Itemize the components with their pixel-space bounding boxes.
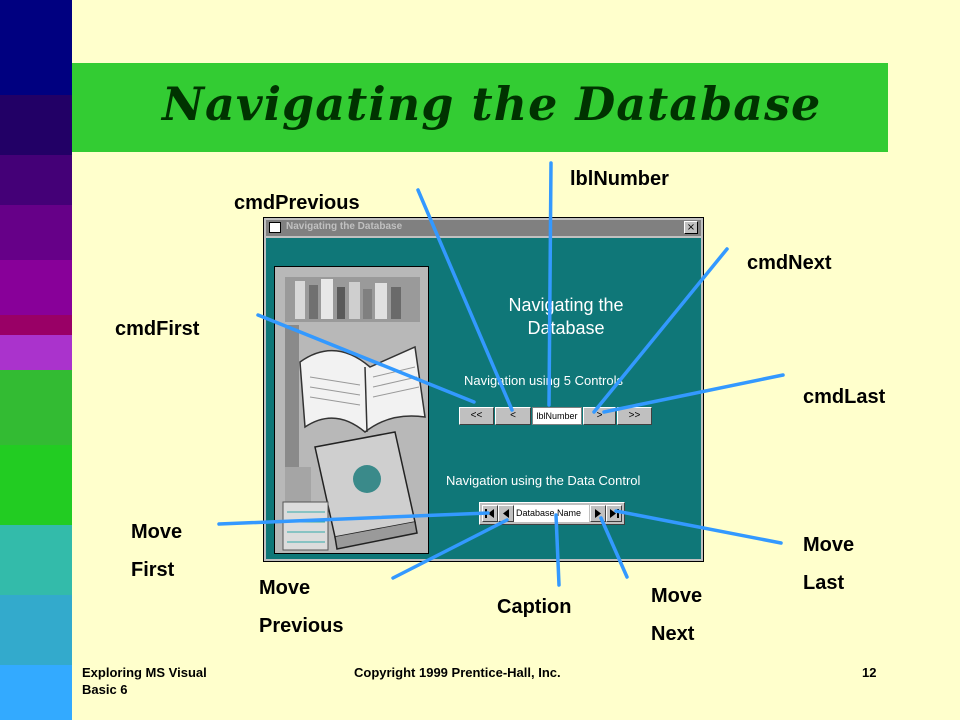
- callout-move-previous: Move Previous: [259, 569, 343, 645]
- callout-line-move-next: [599, 516, 629, 579]
- books-image: [275, 267, 428, 553]
- slide-title: Navigating the Database: [162, 77, 822, 131]
- callout-move-previous-line-2: Previous: [259, 615, 344, 637]
- decor-stripe-1: [0, 0, 72, 95]
- data-control-caption: Database Name: [514, 505, 589, 522]
- callout-line-cmdlast: [602, 373, 785, 414]
- callout-caption: Caption: [497, 596, 572, 618]
- data-control-label: Navigation using the Data Control: [446, 473, 641, 488]
- decor-stripe-11: [0, 595, 72, 665]
- callout-move-next: Move Next: [651, 577, 702, 653]
- callout-line-move-first: [217, 511, 490, 526]
- callout-move-next-line-2: Next: [651, 623, 695, 645]
- nav-5-controls-label: Navigation using 5 Controls: [464, 373, 623, 388]
- lbl-number: lblNumber: [532, 407, 582, 425]
- form-client-area: Navigating the Database Navigation using…: [266, 238, 701, 559]
- callout-cmdfirst: cmdFirst: [115, 318, 200, 340]
- callout-cmdprevious: cmdPrevious: [234, 192, 360, 214]
- form-window: Navigating the Database ×: [263, 217, 704, 562]
- footer-left: Exploring MS Visual Basic 6: [82, 664, 207, 698]
- callout-line-lblnumber: [547, 161, 553, 407]
- footer-left-line-1: Exploring MS Visual: [82, 665, 207, 680]
- slide-title-band: Navigating the Database: [72, 63, 888, 152]
- move-last-icon: [610, 509, 619, 518]
- move-next-icon: [595, 509, 601, 518]
- callout-move-last: Move Last: [803, 526, 854, 602]
- move-previous-button[interactable]: [498, 505, 514, 522]
- decor-stripe-6: [0, 315, 72, 335]
- page-number: 12: [862, 665, 877, 680]
- move-last-button[interactable]: [606, 505, 622, 522]
- callout-line-cmdnext: [592, 247, 729, 414]
- form-heading-line-1: Navigating the: [508, 295, 624, 315]
- callout-cmdlast: cmdLast: [803, 386, 886, 408]
- callout-move-first: Move First: [131, 513, 182, 589]
- decor-stripe-12: [0, 665, 72, 720]
- system-menu-icon[interactable]: [269, 222, 281, 233]
- callout-lblnumber: lblNumber: [570, 168, 669, 190]
- decor-stripe-8: [0, 370, 72, 445]
- books-illustration: [274, 266, 429, 554]
- form-title: Navigating the Database: [286, 221, 403, 232]
- callout-cmdnext: cmdNext: [747, 252, 832, 274]
- callout-move-last-line-2: Last: [803, 572, 845, 594]
- callout-move-previous-line-1: Move: [259, 577, 311, 599]
- callout-line-cmdfirst: [256, 313, 476, 404]
- callout-line-caption: [554, 513, 561, 587]
- cmd-first-button[interactable]: <<: [459, 407, 494, 425]
- decor-stripe-2: [0, 95, 72, 155]
- form-titlebar: Navigating the Database ×: [266, 220, 701, 236]
- decor-stripe-10: [0, 525, 72, 595]
- close-button[interactable]: ×: [684, 221, 698, 234]
- callout-move-first-line-1: Move: [131, 521, 183, 543]
- callout-move-last-line-1: Move: [803, 534, 855, 556]
- decor-stripe-3: [0, 155, 72, 205]
- decor-stripe-7: [0, 335, 72, 370]
- form-heading: Navigating the Database: [466, 294, 666, 340]
- callout-line-cmdprevious: [416, 188, 514, 412]
- callout-line-move-previous: [391, 518, 509, 580]
- decor-stripe-4: [0, 205, 72, 260]
- footer-left-line-2: Basic 6: [82, 682, 128, 697]
- footer-copyright: Copyright 1999 Prentice-Hall, Inc.: [354, 665, 561, 680]
- form-heading-line-2: Database: [527, 318, 605, 338]
- callout-move-next-line-1: Move: [651, 585, 703, 607]
- decor-stripe-5: [0, 260, 72, 315]
- move-previous-icon: [503, 509, 509, 518]
- callout-move-first-line-2: First: [131, 559, 175, 581]
- decor-stripe-9: [0, 445, 72, 525]
- callout-line-move-last: [614, 509, 783, 545]
- cmd-previous-button[interactable]: <: [495, 407, 531, 425]
- cmd-last-button[interactable]: >>: [617, 407, 652, 425]
